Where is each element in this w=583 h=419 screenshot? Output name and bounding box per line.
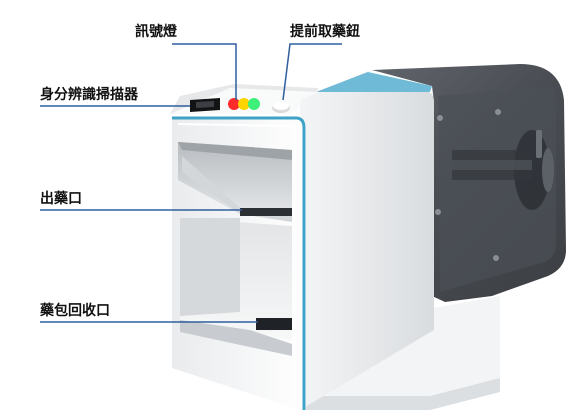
label-early-pickup-button: 提前取藥鈕 [290,24,360,40]
machine-side-panel [300,70,434,410]
indicator-light-yellow [238,98,250,110]
label-dispense-outlet: 出藥口 [40,191,82,207]
id-scanner-slot [190,98,220,112]
indicator-light-red [228,98,240,110]
dispense-cavity [178,142,292,222]
label-bag-return-outlet: 藥包回收口 [40,303,110,319]
rear-enclosure [318,64,566,302]
early-pickup-button[interactable] [272,102,290,113]
label-id-scanner: 身分辨識掃描器 [40,87,138,103]
indicator-light-green [248,98,260,110]
return-cavity [180,218,292,356]
label-signal-light: 訊號燈 [135,24,177,40]
leader-line-early-pickup [282,43,342,101]
leader-line-signal-light [172,43,237,100]
